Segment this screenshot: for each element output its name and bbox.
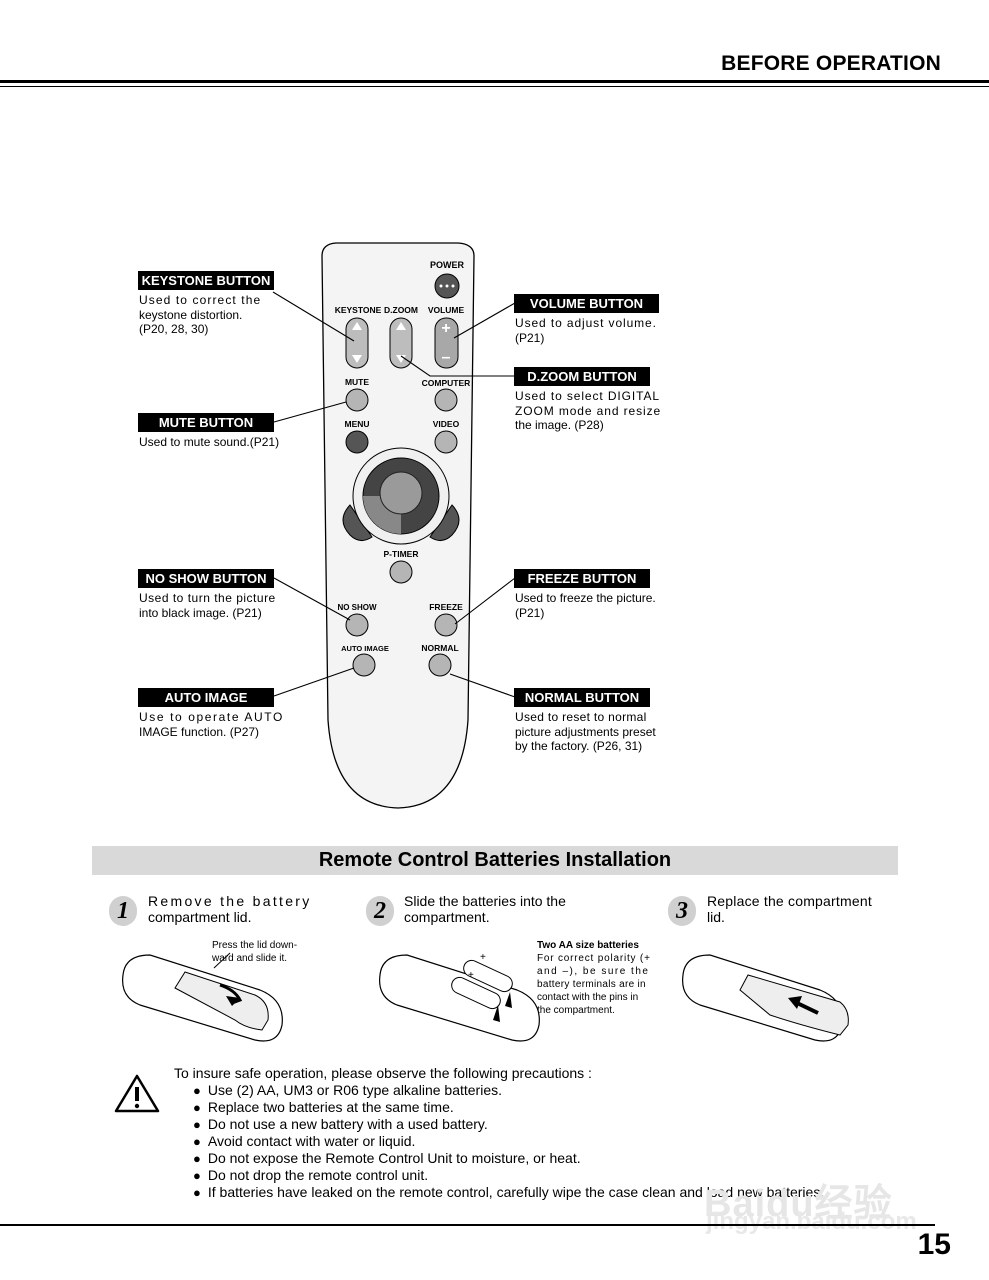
volume-label: VOLUME <box>428 305 465 315</box>
section-title: Remote Control Batteries Installation <box>318 849 672 871</box>
noshow-button-label: NO SHOW BUTTON <box>138 569 274 588</box>
ptimer-button <box>389 560 413 584</box>
precautions-intro: To insure safe operation, please observe… <box>174 1065 592 1081</box>
precaution-item: Do not drop the remote control unit. <box>193 1167 824 1184</box>
volume-button-label: VOLUME BUTTON <box>514 294 659 313</box>
dzoom-label: D.ZOOM <box>384 305 418 315</box>
dzoom-button-label: D.ZOOM BUTTON <box>514 367 650 386</box>
normal-button-label: NORMAL BUTTON <box>514 688 650 707</box>
mute-button-desc: Used to mute sound.(P21) <box>139 435 280 449</box>
freeze-button-label: FREEZE BUTTON <box>514 569 650 588</box>
noshow-label: NO SHOW <box>337 603 377 612</box>
menu-button <box>345 430 369 454</box>
dzoom-button-desc: Used to select DIGITAL ZOOM mode and res… <box>515 389 662 432</box>
precaution-item: Avoid contact with water or liquid. <box>193 1133 824 1150</box>
precaution-item: Replace two batteries at the same time. <box>193 1099 824 1116</box>
watermark-url: jingyan.baidu.com <box>706 1208 917 1235</box>
step-2-illustration: + + <box>379 952 540 1042</box>
step-1-number: 1 <box>109 896 137 926</box>
warning-icon <box>114 1074 160 1113</box>
computer-button <box>434 388 458 412</box>
keystone-button-label: KEYSTONE BUTTON <box>138 271 274 290</box>
step-3-number: 3 <box>668 896 696 926</box>
step-3-text: Replace the compartment lid. <box>707 893 872 925</box>
header-rule-thin <box>0 86 989 87</box>
precaution-item: If batteries have leaked on the remote c… <box>193 1184 824 1201</box>
svg-text:+: + <box>441 320 450 337</box>
keystone-label: KEYSTONE <box>335 305 382 315</box>
computer-label: COMPUTER <box>422 378 471 388</box>
step-1-note: Press the lid down- ward and slide it. <box>212 940 298 964</box>
ptimer-label: P-TIMER <box>384 549 419 559</box>
mute-button-label: MUTE BUTTON <box>138 413 274 432</box>
video-label: VIDEO <box>433 419 460 429</box>
svg-text:+: + <box>468 970 474 981</box>
pointer-center <box>379 471 423 515</box>
autoimage-label: AUTO IMAGE <box>341 644 389 653</box>
video-button <box>434 430 458 454</box>
right-click-button <box>429 504 460 541</box>
step-2-number: 2 <box>366 896 394 926</box>
step-1-illustration <box>122 952 283 1042</box>
autoimage-button <box>352 653 376 677</box>
page-number: 15 <box>917 1228 951 1261</box>
dzoom-rocker <box>389 317 413 369</box>
precaution-item: Use (2) AA, UM3 or R06 type alkaline bat… <box>193 1082 824 1099</box>
mute-button <box>345 388 369 412</box>
menu-label: MENU <box>344 419 369 429</box>
noshow-button-desc: Used to turn the picture into black imag… <box>139 591 276 620</box>
step-2-note: Two AA size batteries For correct polari… <box>537 940 651 1016</box>
freeze-button <box>434 613 458 637</box>
precaution-item: Do not expose the Remote Control Unit to… <box>193 1150 824 1167</box>
keystone-button-desc: Used to correct the keystone distortion.… <box>139 293 262 336</box>
page-header-title: BEFORE OPERATION <box>721 52 941 75</box>
battery-steps-illustrations: + + <box>122 952 849 1042</box>
step-1-text: Remove the battery compartment lid. <box>148 893 312 925</box>
autoimage-button-desc: Use to operate AUTO IMAGE function. (P27… <box>139 710 284 739</box>
autoimage-button-label: AUTO IMAGE BUTTON <box>138 688 274 724</box>
volume-button-desc: Used to adjust volume. (P21) <box>515 316 657 345</box>
freeze-label: FREEZE <box>429 602 463 612</box>
noshow-button <box>345 613 369 637</box>
svg-text:–: – <box>442 349 451 366</box>
watermark-brand: Baidu经验 <box>704 1183 893 1225</box>
footer-rule <box>0 1224 935 1226</box>
section-title-bar <box>92 846 898 875</box>
keystone-rocker <box>345 317 369 369</box>
remote-control-illustration: POWER KEYSTONE D.ZOOM VOLUME + – MUTE CO… <box>272 242 516 809</box>
precaution-item: Do not use a new battery with a used bat… <box>193 1116 824 1133</box>
normal-button-desc: Used to reset to normal picture adjustme… <box>515 710 656 753</box>
precautions-list: Use (2) AA, UM3 or R06 type alkaline bat… <box>193 1082 824 1201</box>
power-label: POWER <box>430 260 465 270</box>
freeze-button-desc: Used to freeze the picture. (P21) <box>515 591 656 620</box>
normal-button <box>428 653 452 677</box>
step-3-illustration <box>682 954 849 1042</box>
step-2-text: Slide the batteries into the compartment… <box>404 893 566 925</box>
normal-label: NORMAL <box>421 643 458 653</box>
volume-rocker <box>434 317 459 369</box>
left-click-button <box>342 504 373 541</box>
svg-text:+: + <box>480 952 486 963</box>
header-rule <box>0 80 989 83</box>
mute-label: MUTE <box>345 377 369 387</box>
